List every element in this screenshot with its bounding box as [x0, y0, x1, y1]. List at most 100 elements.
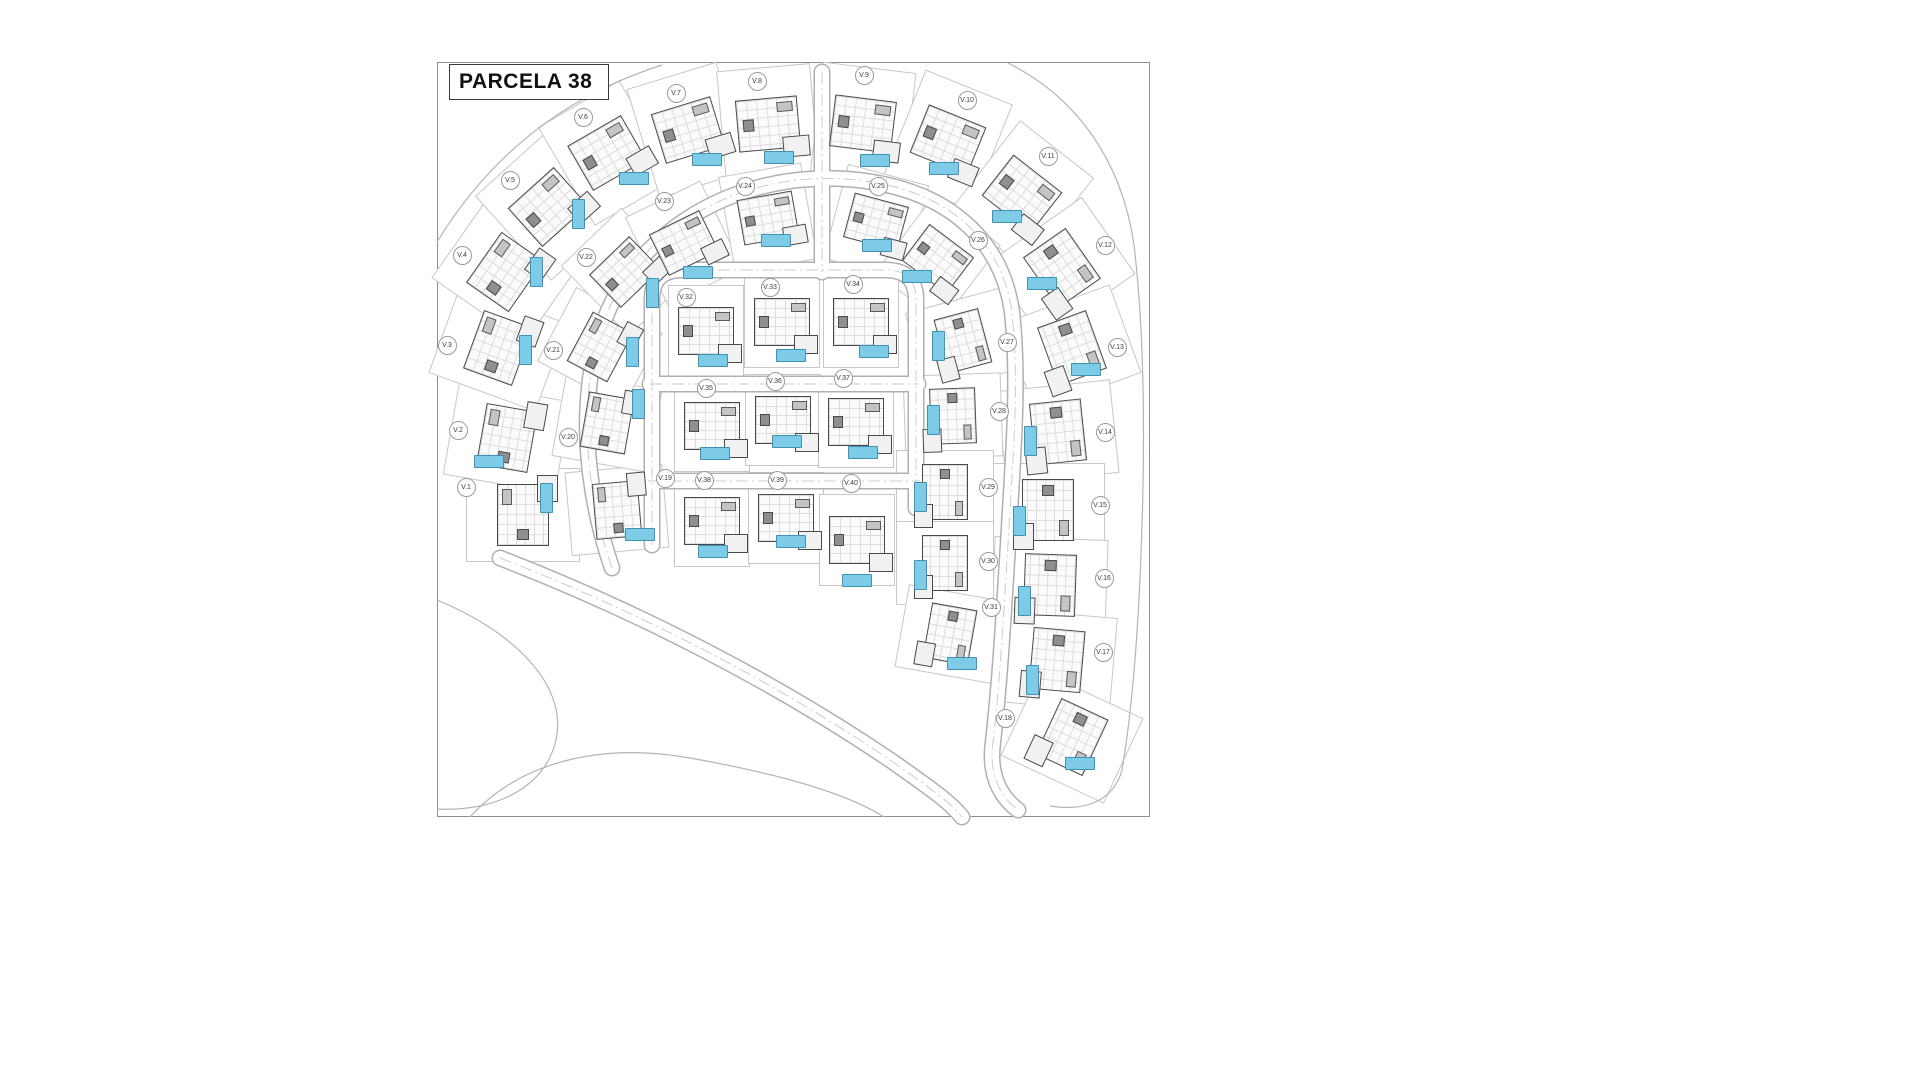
villa-label-V.10: V.10 [957, 90, 977, 110]
villa-label-V.3: V.3 [437, 335, 457, 355]
villa-pool-V.22 [645, 278, 659, 308]
villa-pool-V.29 [913, 482, 927, 512]
villa-pool-V.17 [1025, 665, 1039, 695]
centerline-inner-loop [651, 269, 917, 545]
house-wing [868, 552, 893, 573]
villa-pool-V.8 [764, 150, 794, 164]
house-wing [1023, 734, 1054, 767]
house-wing [700, 238, 730, 266]
villa-pool-V.30 [913, 560, 927, 590]
villa-label-V.18: V.18 [995, 708, 1015, 728]
villa-label-V.7: V.7 [666, 83, 686, 103]
villa-pool-V.24 [761, 233, 791, 247]
villa-house-V.14 [1024, 398, 1088, 476]
villa-house-V.40 [829, 516, 893, 573]
villa-house-V.29 [914, 464, 968, 528]
villa-label-V.27: V.27 [997, 332, 1017, 352]
villa-label-V.5: V.5 [500, 170, 520, 190]
villa-label-V.14: V.14 [1095, 422, 1115, 442]
house-wing [523, 401, 549, 432]
villa-pool-V.7 [692, 152, 722, 166]
villa-pool-V.23 [683, 265, 713, 279]
villa-pool-V.27 [931, 331, 945, 361]
villa-pool-V.13 [1071, 362, 1101, 376]
villa-label-V.20: V.20 [558, 427, 578, 447]
boundary-contour-right [1007, 62, 1145, 808]
villa-label-V.39: V.39 [767, 470, 787, 490]
villa-pool-V.38 [698, 544, 728, 558]
page-title: PARCELA 38 [459, 70, 593, 93]
villa-pool-V.40 [842, 573, 872, 587]
villa-label-V.6: V.6 [573, 107, 593, 127]
villa-house-V.16 [1013, 553, 1078, 625]
villa-pool-V.39 [776, 534, 806, 548]
house-wing [913, 640, 936, 667]
villa-pool-V.3 [518, 335, 532, 365]
villa-pool-V.2 [474, 454, 504, 468]
villa-pool-V.4 [529, 257, 543, 287]
villa-label-V.23: V.23 [654, 191, 674, 211]
terrain-contour-bottom-center [469, 752, 885, 818]
villa-pool-V.21 [625, 337, 639, 367]
villa-house-V.21 [566, 311, 644, 383]
villa-pool-V.11 [992, 209, 1022, 223]
villa-label-V.32: V.32 [676, 287, 696, 307]
villa-label-V.26: V.26 [968, 230, 988, 250]
villa-pool-V.26 [902, 269, 932, 283]
villa-label-V.19: V.19 [655, 468, 675, 488]
terrain-contour-bottom-left [436, 599, 559, 810]
villa-label-V.21: V.21 [543, 340, 563, 360]
villa-house-V.32 [678, 307, 742, 364]
villa-label-V.34: V.34 [843, 274, 863, 294]
house-wing [723, 533, 748, 554]
villa-pool-V.20 [631, 389, 645, 419]
villa-label-V.31: V.31 [981, 597, 1001, 617]
villa-label-V.33: V.33 [760, 277, 780, 297]
villa-label-V.40: V.40 [841, 473, 861, 493]
villa-house-V.38 [684, 497, 748, 554]
villa-pool-V.31 [947, 656, 977, 670]
villa-label-V.24: V.24 [735, 176, 755, 196]
villa-house-V.37 [828, 398, 892, 455]
villa-pool-V.18 [1065, 756, 1095, 770]
villa-pool-V.16 [1017, 586, 1031, 616]
centerline-south [499, 557, 963, 818]
villa-label-V.11: V.11 [1038, 146, 1058, 166]
villa-label-V.17: V.17 [1093, 642, 1113, 662]
villa-house-V.9 [829, 94, 901, 164]
villa-label-V.38: V.38 [694, 470, 714, 490]
villa-pool-V.10 [929, 161, 959, 175]
villa-house-V.8 [734, 95, 811, 158]
villa-label-V.25: V.25 [868, 176, 888, 196]
villa-pool-V.37 [848, 445, 878, 459]
villa-house-V.34 [833, 298, 897, 355]
villa-label-V.22: V.22 [576, 247, 596, 267]
villa-label-V.28: V.28 [989, 401, 1009, 421]
villa-pool-V.9 [860, 153, 890, 167]
villa-label-V.37: V.37 [833, 368, 853, 388]
villa-house-V.15 [1013, 479, 1074, 550]
villa-pool-V.1 [539, 483, 553, 513]
villa-house-V.26 [901, 223, 975, 306]
villa-pool-V.5 [571, 199, 585, 229]
villa-pool-V.34 [859, 344, 889, 358]
villa-house-V.33 [754, 298, 818, 355]
house-wing [928, 275, 960, 306]
villa-house-V.35 [684, 402, 748, 459]
villa-label-V.13: V.13 [1107, 337, 1127, 357]
villa-pool-V.6 [619, 171, 649, 185]
villa-label-V.15: V.15 [1090, 495, 1110, 515]
villa-label-V.16: V.16 [1094, 568, 1114, 588]
villa-house-V.39 [758, 494, 822, 551]
villa-house-V.20 [579, 390, 644, 455]
villa-house-V.30 [914, 535, 968, 599]
villa-pool-V.19 [625, 527, 655, 541]
villa-pool-V.14 [1023, 426, 1037, 456]
villa-label-V.9: V.9 [854, 65, 874, 85]
villa-pool-V.32 [698, 353, 728, 367]
villa-label-V.36: V.36 [765, 371, 785, 391]
house-wing [626, 471, 647, 498]
villa-label-V.30: V.30 [978, 551, 998, 571]
